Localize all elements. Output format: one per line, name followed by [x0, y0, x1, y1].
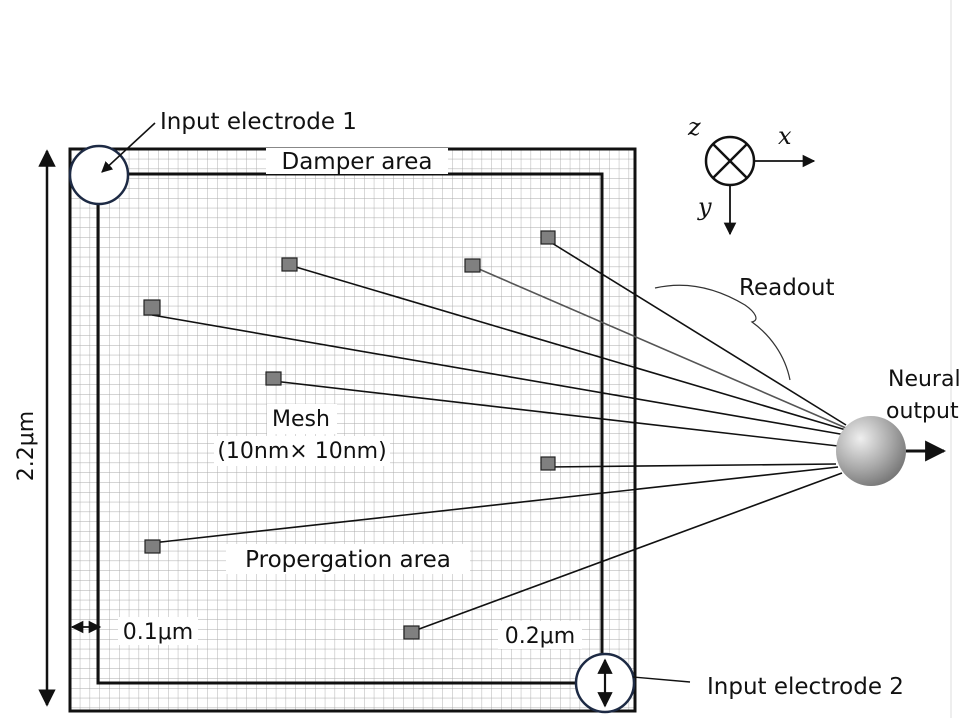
sensor-node — [464, 258, 481, 273]
input-electrode-1 — [68, 144, 130, 206]
axis-label-x: x — [778, 122, 792, 150]
label-input-electrode-2: Input electrode 2 — [707, 674, 904, 700]
electrode-1-pointer — [101, 122, 156, 173]
label-propagation-area: Propergation area — [245, 547, 451, 573]
sensor-node — [540, 230, 556, 245]
readout-lines — [151, 239, 847, 633]
sensor-node — [403, 625, 420, 640]
axis-label-y: y — [697, 193, 712, 221]
label-mesh: Mesh — [272, 407, 330, 432]
sensor-node — [265, 371, 282, 386]
label-neural-output-line1: Neural — [888, 367, 961, 392]
axis-label-z: z — [687, 113, 701, 141]
sensor-node — [281, 257, 298, 272]
readout-brace — [654, 284, 791, 381]
sensor-node — [144, 539, 161, 554]
electrode-2-pointer — [632, 676, 691, 683]
sensor-nodes — [143, 230, 556, 640]
label-neural-output-line2: output — [886, 399, 959, 424]
label-readout: Readout — [739, 275, 834, 301]
label-height-dimension: 2.2μm — [14, 411, 39, 481]
label-mesh-size: (10nm× 10nm) — [217, 439, 386, 464]
label-damper-area: Damper area — [281, 149, 432, 175]
label-input-electrode-1: Input electrode 1 — [160, 109, 357, 135]
sensor-node — [540, 456, 556, 471]
axes-indicator — [704, 135, 816, 236]
label-damper-left-width: 0.1μm — [123, 620, 193, 645]
output-neuron-icon — [836, 416, 906, 486]
sensor-node — [143, 299, 161, 316]
label-damper-right-width: 0.2μm — [505, 624, 575, 649]
